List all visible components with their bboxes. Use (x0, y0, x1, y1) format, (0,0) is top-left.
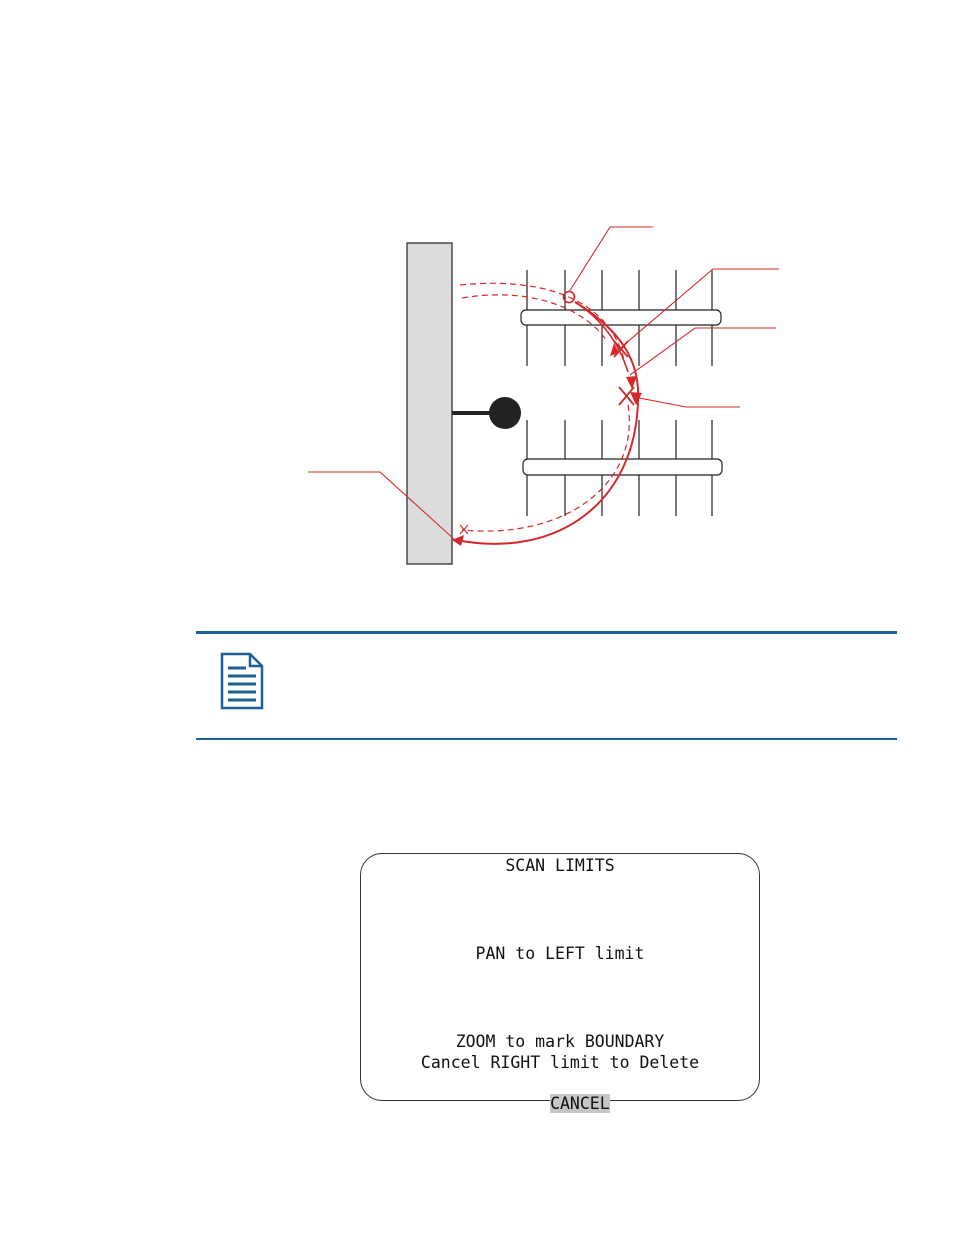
osd-hint-cancel: Cancel RIGHT limit to Delete (420, 1053, 700, 1072)
boundary-marker (459, 524, 469, 535)
wall (406, 242, 453, 565)
osd-cancel-row: CANCEL (361, 1075, 759, 1132)
osd-title: SCAN LIMITS (505, 856, 615, 875)
arrow-head-end (452, 535, 464, 546)
scan-limit-diagram (308, 226, 779, 565)
note-top-rule (196, 631, 897, 634)
left-limit-marker (618, 386, 635, 406)
dashed-arc-inner (461, 294, 607, 341)
cancel-button[interactable]: CANCEL (550, 1094, 610, 1113)
scan-arc-upper-right (574, 301, 629, 373)
scan-arc (455, 301, 640, 545)
callout-lines (308, 226, 779, 541)
arrow-head-up (610, 343, 619, 356)
camera-dome (489, 397, 521, 429)
arrow-head-down (626, 376, 637, 389)
note-bottom-rule (196, 738, 897, 740)
osd-prompt: PAN to LEFT limit (475, 944, 645, 963)
osd-hint-zoom: ZOOM to mark BOUNDARY (455, 1032, 665, 1051)
fence-rail-top (520, 309, 722, 326)
note-document-icon (220, 652, 264, 710)
osd-scan-limits-screen: SCAN LIMITS PAN to LEFT limit ZOOM to ma… (360, 853, 760, 1113)
arrow-head-mid (630, 392, 642, 405)
dashed-arc-lower (461, 404, 630, 532)
